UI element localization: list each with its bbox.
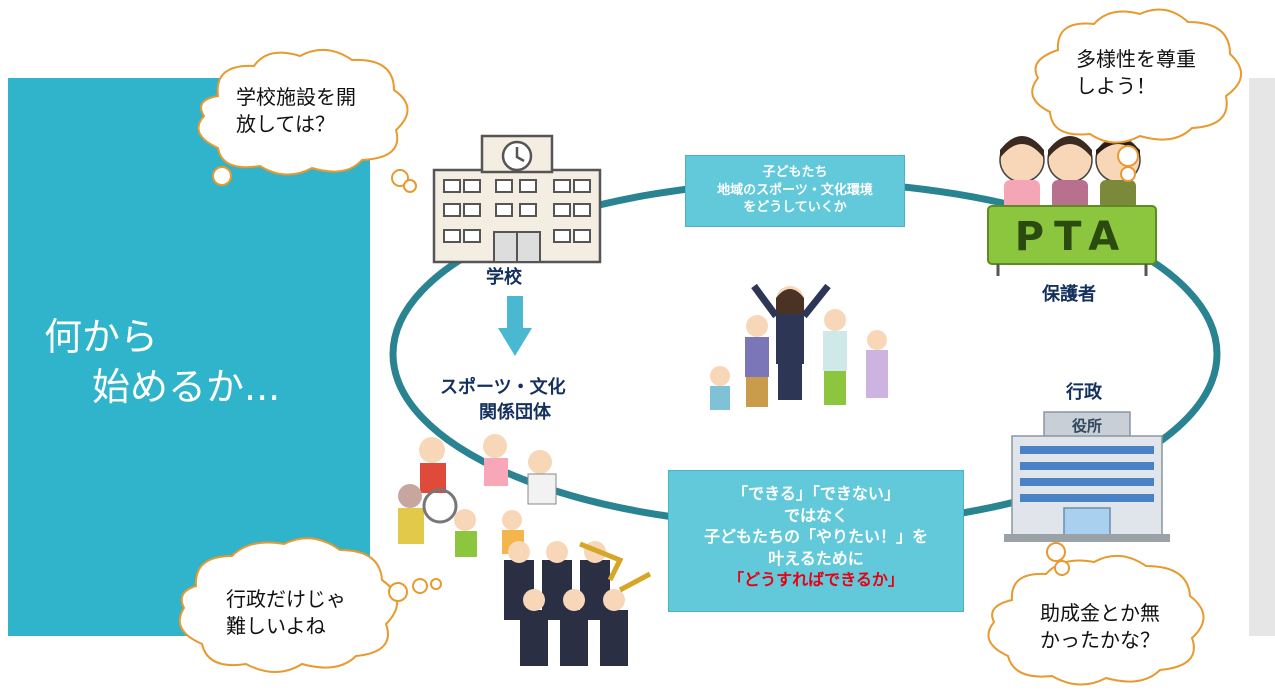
slide-title-line2: 始めるか... [92, 365, 281, 409]
children-group-icon [710, 283, 888, 410]
cloud-school-line1: 学校施設を開 [236, 85, 356, 109]
node-label-guardians: 保護者 [1042, 284, 1096, 305]
message-line4: 叶えるために [768, 548, 864, 568]
cloud-pta-line2: しよう！ [1076, 74, 1156, 98]
cloud-text-government: 助成金とか無 かったかな？ [1040, 600, 1160, 654]
city-hall-icon: 役所 [1004, 411, 1170, 542]
node-label-government: 行政 [1066, 382, 1102, 403]
cloud-pta-line1: 多様性を尊重 [1076, 47, 1196, 71]
cloud-text-school: 学校施設を開 放しては？ [236, 84, 356, 138]
cloud-text-sports: 行政だけじゃ 難しいよね [226, 586, 346, 640]
cloud-text-pta: 多様性を尊重 しよう！ [1076, 46, 1196, 100]
cloud-government-line2: かったかな？ [1040, 628, 1160, 652]
right-edge-bar [1249, 78, 1275, 636]
cloud-school-line2: 放しては？ [236, 112, 335, 136]
thought-cloud-pta [1031, 8, 1242, 182]
sports-culture-people-icon [398, 434, 652, 666]
thought-cloud-government [987, 542, 1205, 686]
topic-line3: をどうしていくか [743, 200, 847, 216]
cloud-sports-line1: 行政だけじゃ [226, 587, 346, 611]
down-arrow-icon [498, 296, 532, 356]
thought-cloud-school [197, 49, 417, 193]
pta-banner-text: PTA [1015, 214, 1129, 260]
topic-line2: 地域のスポーツ・文化環境 [717, 182, 873, 198]
message-line3: 子どもたちの「やりたい！」を [703, 527, 928, 547]
cloud-government-line1: 助成金とか無 [1040, 601, 1160, 625]
cloud-sports-line2: 難しいよね [226, 614, 326, 638]
node-label-school: 学校 [486, 267, 522, 288]
city-hall-sign: 役所 [1072, 417, 1102, 435]
slide-title-line1: 何から [44, 315, 159, 359]
topic-box: 子どもたち 地域のスポーツ・文化環境 をどうしていくか [685, 155, 905, 227]
topic-line1: 子どもたち [762, 165, 828, 180]
message-highlight: 「どうすればできるか」 [728, 570, 904, 590]
thought-cloud-sports [178, 537, 442, 673]
node-label-sports-line1: スポーツ・文化 [440, 377, 566, 398]
message-line1: 「できる」「できない」 [732, 484, 900, 503]
message-box: 「できる」「できない」 ではなく 子どもたちの「やりたい！」を 叶えるために 「… [668, 470, 964, 612]
message-line2: ではなく [783, 505, 848, 525]
node-label-sports-line2: 関係団体 [479, 402, 551, 423]
school-icon [432, 134, 602, 264]
